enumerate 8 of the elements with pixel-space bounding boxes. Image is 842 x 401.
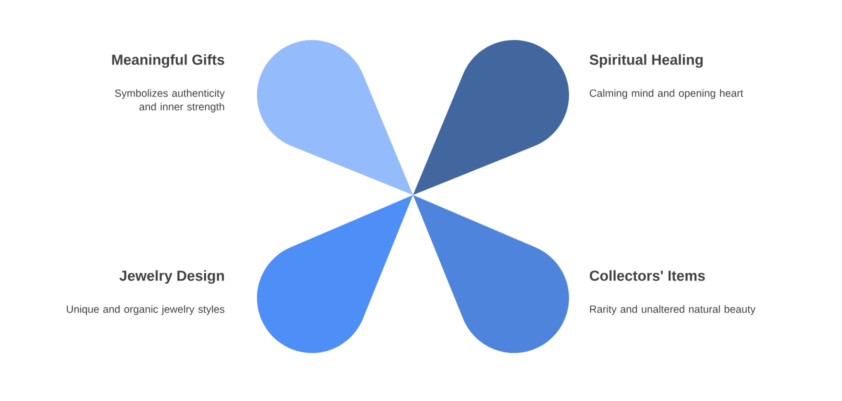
description: Calming mind and opening heart bbox=[590, 89, 744, 99]
description: Unique and organic jewelry styles bbox=[66, 305, 224, 315]
heading: Spiritual Healing bbox=[590, 54, 703, 68]
heading: Collectors' Items bbox=[590, 270, 705, 281]
description: Rarity and unaltered natural beauty bbox=[590, 305, 756, 315]
heading: Meaningful Gifts bbox=[112, 54, 224, 68]
heading: Jewelry Design bbox=[119, 270, 224, 284]
description: Symbolizes authenticity and inner strength bbox=[114, 89, 225, 112]
